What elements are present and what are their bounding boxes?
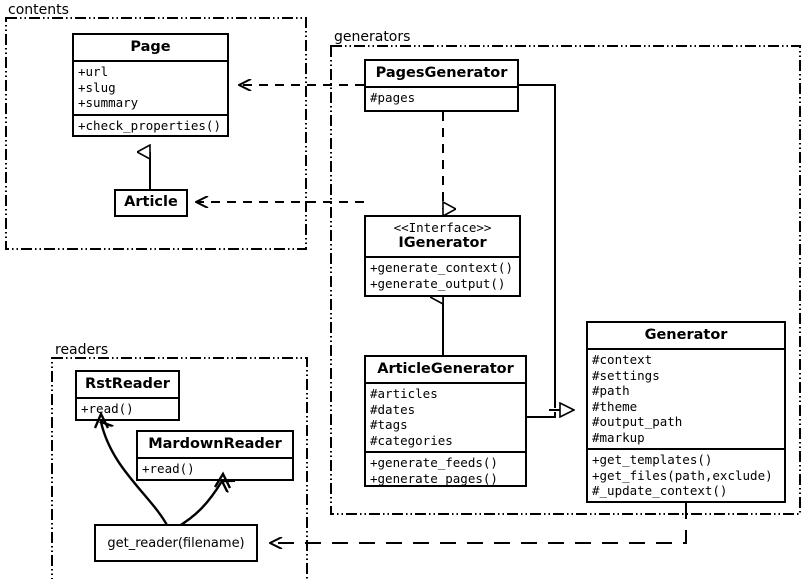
class-generator-title: Generator: [644, 327, 728, 343]
divider: [77, 397, 178, 399]
attribute: #markup: [592, 429, 645, 445]
class-mardownreader[interactable]: MardownReader +read(): [136, 430, 294, 481]
divider: [366, 382, 525, 384]
package-readers-label: readers: [53, 342, 111, 358]
class-mardownreader-title: MardownReader: [148, 436, 282, 452]
method: +generate_context(): [370, 260, 513, 275]
divider: [366, 256, 519, 258]
function-get-reader-label: get_reader(filename): [107, 535, 245, 551]
class-page[interactable]: Page +url +slug +summary +check_properti…: [72, 33, 229, 137]
link-pagesgenerator-to-generator: [519, 84, 556, 408]
class-mardownreader-methods: +read(): [138, 459, 292, 480]
method: +get_templates(): [592, 452, 713, 467]
class-rstreader[interactable]: RstReader +read(): [75, 370, 180, 421]
class-igenerator-title: IGenerator: [398, 235, 487, 251]
class-page-methods: +check_properties(): [74, 116, 227, 137]
class-rstreader-methods: +read(): [77, 399, 178, 420]
attribute: #theme: [592, 398, 638, 414]
attribute: #pages: [370, 90, 416, 105]
link-articlegenerator-to-generator: [527, 410, 573, 418]
link-getreader-to-rstreader: [101, 422, 170, 528]
divider: [74, 60, 227, 62]
package-generators: [330, 45, 801, 515]
class-articlegenerator-title: ArticleGenerator: [377, 361, 514, 377]
divider: [74, 113, 227, 116]
package-generators-border: [330, 45, 801, 515]
class-articlegenerator-attributes: #articles #dates #tags #categories: [366, 384, 525, 451]
class-article[interactable]: Article: [114, 189, 188, 217]
class-articlegenerator[interactable]: ArticleGenerator #articles #dates #tags …: [364, 355, 527, 487]
class-igenerator-stereotype: <<Interface>>: [393, 220, 492, 235]
function-get-reader[interactable]: get_reader(filename): [94, 524, 258, 562]
class-pagesgenerator[interactable]: PagesGenerator #pages: [364, 59, 519, 112]
class-igenerator[interactable]: <<Interface>> IGenerator +generate_conte…: [364, 215, 521, 297]
method: +get_files(path,exclude): [592, 467, 773, 483]
method: +generate_pages(): [370, 470, 498, 486]
method: #_update_context(): [592, 483, 728, 498]
divider: [366, 86, 517, 88]
class-pagesgenerator-attributes: #pages: [366, 88, 517, 109]
divider: [138, 457, 292, 459]
class-rstreader-title: RstReader: [85, 376, 170, 392]
package-contents-border: [5, 17, 307, 250]
class-page-title: Page: [130, 39, 171, 55]
attribute: #output_path: [592, 414, 683, 429]
attribute: +summary: [78, 95, 139, 110]
package-readers-border: [51, 357, 308, 579]
class-pagesgenerator-title: PagesGenerator: [375, 65, 508, 81]
class-page-attributes: +url +slug +summary: [74, 62, 227, 114]
package-contents: [5, 17, 307, 250]
attribute: #context: [592, 352, 653, 367]
divider: [366, 451, 525, 453]
divider: [588, 348, 784, 350]
class-igenerator-methods: +generate_context() +generate_output(): [366, 258, 519, 294]
attribute: #path: [592, 383, 630, 398]
class-generator-methods: +get_templates() +get_files(path,exclude…: [588, 450, 784, 502]
method: +read(): [81, 401, 134, 416]
divider: [588, 448, 784, 450]
attribute: #settings: [592, 367, 660, 383]
class-articlegenerator-methods: +generate_feeds() +generate_pages(): [366, 453, 525, 489]
attribute: #dates: [370, 401, 416, 417]
attribute: #articles: [370, 386, 438, 401]
package-contents-label: contents: [6, 2, 71, 18]
method: +generate_feeds(): [370, 455, 498, 470]
attribute: +slug: [78, 79, 116, 95]
attribute: #tags: [370, 417, 408, 432]
link-generator-to-getreader: [270, 503, 687, 543]
class-generator[interactable]: Generator #context #settings #path #them…: [586, 321, 786, 503]
method: +read(): [142, 461, 195, 476]
link-getreader-to-mardownreader: [175, 481, 222, 530]
package-readers: [51, 357, 308, 579]
attribute: #categories: [370, 432, 453, 448]
method: +check_properties(): [78, 117, 221, 133]
package-generators-label: generators: [332, 29, 413, 45]
class-article-title: Article: [124, 194, 178, 210]
class-generator-attributes: #context #settings #path #theme #output_…: [588, 350, 784, 448]
method: +generate_output(): [370, 275, 506, 291]
attribute: +url: [78, 64, 109, 79]
